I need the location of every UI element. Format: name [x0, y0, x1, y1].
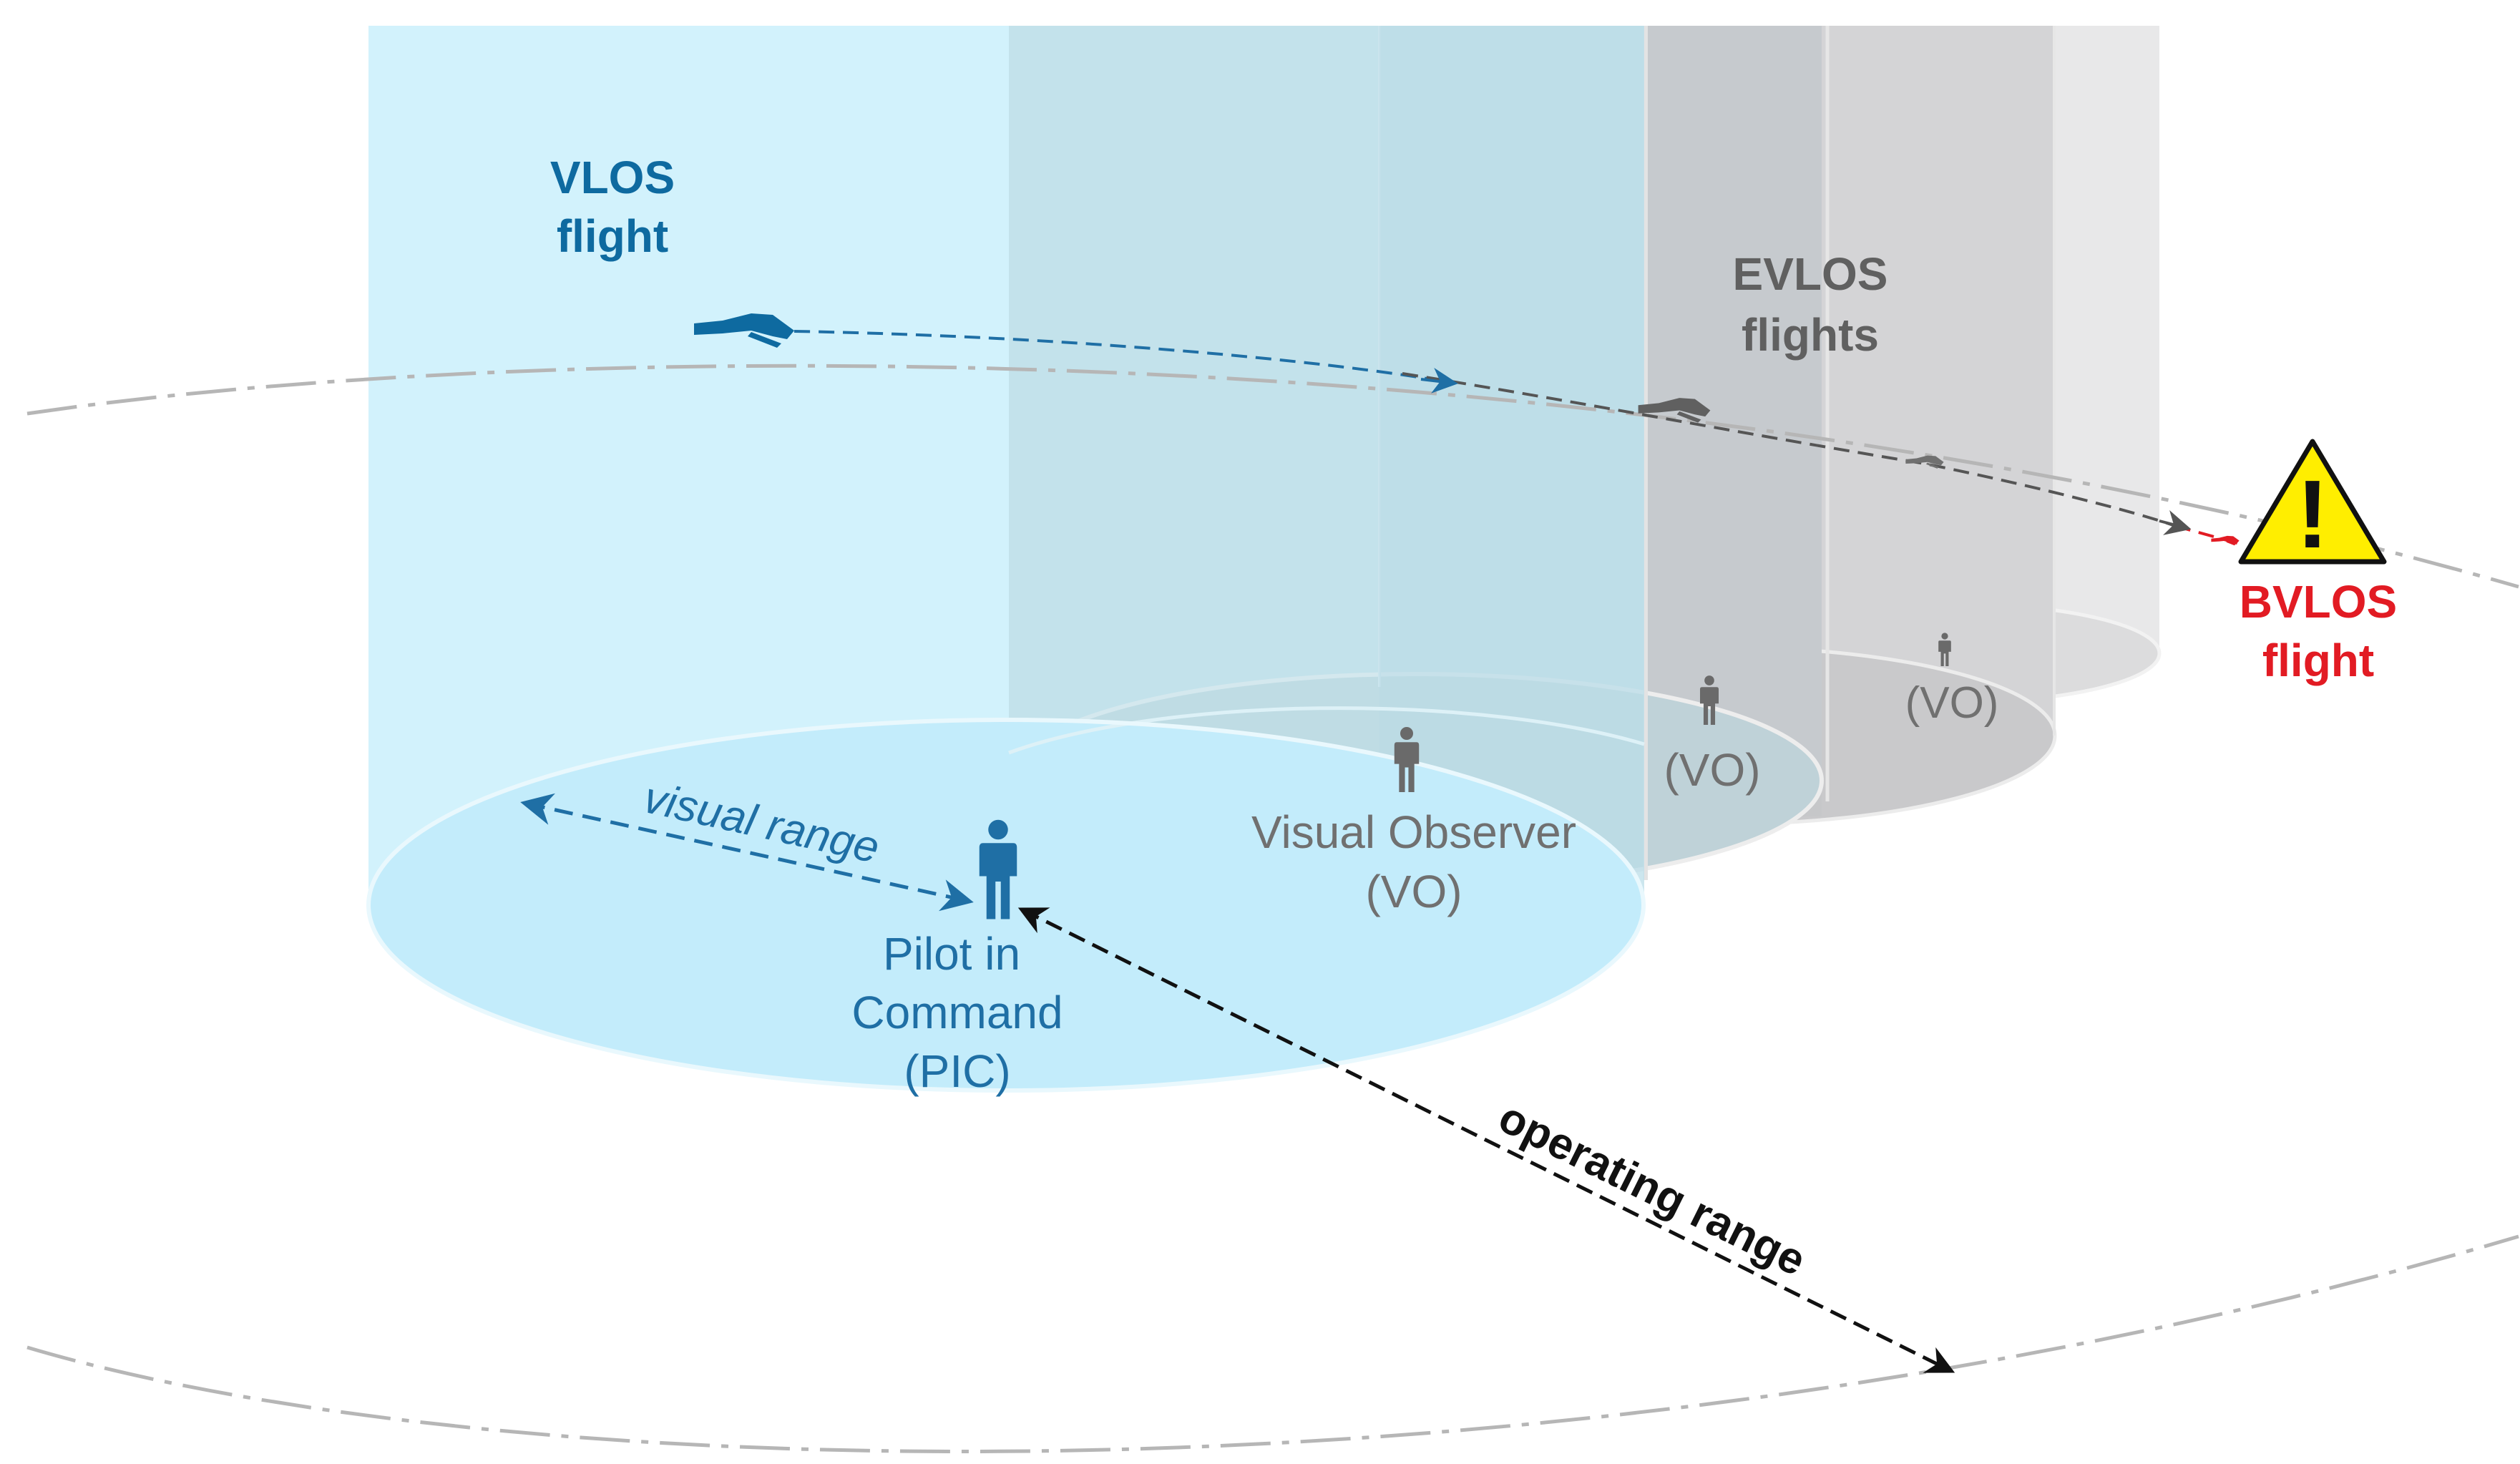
operating-range-boundary	[26, 363, 2519, 1454]
bvlos-label-line1: BVLOS	[2240, 576, 2397, 628]
pic-label-line2: Command	[851, 987, 1063, 1038]
bvlos-label-line2: flight	[2262, 635, 2374, 686]
evlos-label: EVLOS flights	[1733, 248, 1888, 361]
vo-main-label-line2: (VO)	[1365, 866, 1462, 917]
vlos-label-line1: VLOS	[550, 152, 675, 203]
vo-label-2: (VO)	[1664, 744, 1760, 796]
pic-label-line1: Pilot in	[883, 928, 1020, 980]
pic-label-line3: (PIC)	[904, 1045, 1010, 1097]
operating-range-arrow	[1017, 907, 1955, 1373]
evlos-label-line2: flights	[1742, 309, 1879, 361]
vo-main-label: Visual Observer (VO)	[1251, 806, 1576, 917]
warning-triangle-icon: !	[2238, 439, 2387, 568]
visual-range-arrow	[520, 793, 974, 912]
vlos-label: VLOS flight	[550, 152, 675, 262]
vo-main-label-line1: Visual Observer	[1251, 806, 1576, 858]
vlos-label-line2: flight	[557, 210, 668, 262]
bvlos-label: BVLOS flight	[2240, 576, 2397, 686]
vo-label-3: (VO)	[1905, 678, 1999, 728]
warning-symbol: !	[2297, 460, 2329, 568]
operating-range-label: operating range	[1491, 1093, 1813, 1286]
pic-label: Pilot in Command (PIC)	[851, 928, 1063, 1097]
evlos-label-line1: EVLOS	[1733, 248, 1888, 300]
